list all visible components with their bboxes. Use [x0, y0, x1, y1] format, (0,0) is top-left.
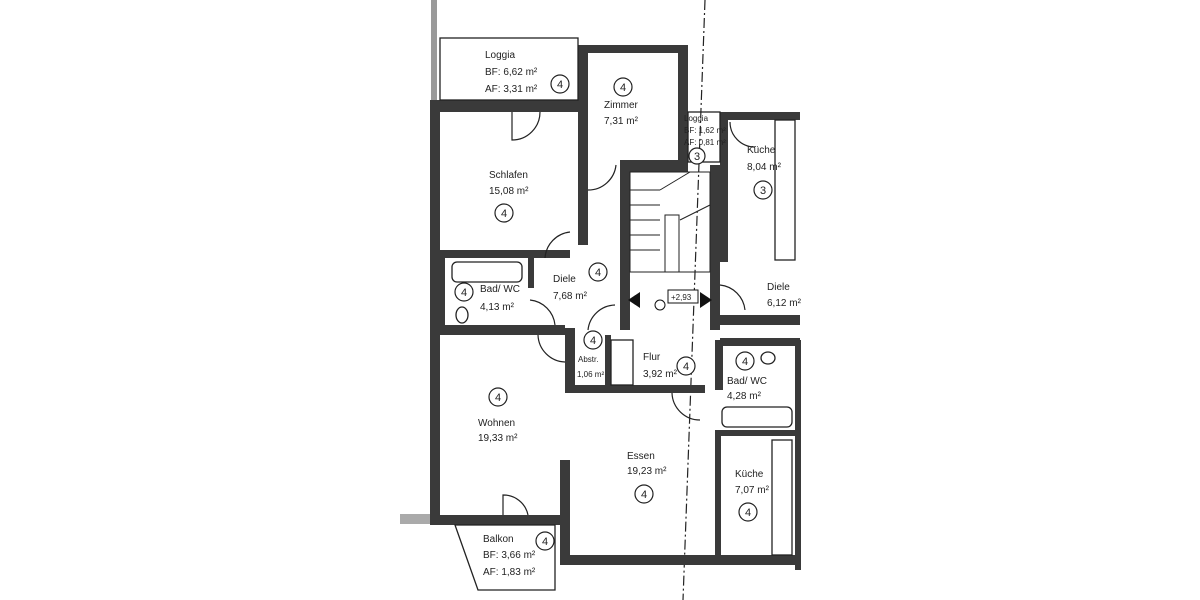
room-name: Loggia [485, 50, 515, 61]
room-diele-left: Diele 7,68 m² 4 [553, 262, 608, 302]
room-loggia-small: Loggia BF: 1,62 m² AF: 0,81 m² 3 [684, 114, 726, 165]
bathtub-icon [451, 261, 523, 283]
room-name: Bad/ WC [727, 376, 767, 387]
room-tag: 3 [694, 151, 700, 163]
room-area: 15,08 m² [489, 186, 529, 197]
room-diele-right: Diele 6,12 m² [767, 282, 802, 309]
room-name: Diele [553, 274, 576, 285]
room-name: Schlafen [489, 170, 528, 181]
room-tag: 4 [542, 536, 548, 548]
room-balkon: Balkon BF: 3,66 m² AF: 1,83 m² 4 [483, 531, 555, 578]
shaft [610, 339, 634, 386]
toilet-icon [760, 351, 776, 365]
room-name: Küche [735, 469, 764, 480]
room-name: Essen [627, 451, 655, 462]
room-area: 4,13 m² [480, 302, 515, 313]
room-tag: 4 [683, 361, 689, 373]
level-marker-icon [654, 299, 666, 311]
room-tag: 4 [557, 79, 563, 91]
room-af: AF: 1,83 m² [483, 567, 536, 578]
stair-level: +2,93 [671, 293, 692, 302]
kitchen-counter [771, 439, 793, 556]
room-tag: 4 [641, 489, 647, 501]
room-tag: 3 [760, 185, 766, 197]
room-tag: 4 [495, 392, 501, 404]
room-bad-left: 4 Bad/ WC 4,13 m² [454, 282, 520, 313]
balkon-outline [454, 524, 556, 591]
bathtub-icon [721, 406, 793, 428]
room-tag: 4 [620, 82, 626, 94]
walls [430, 45, 801, 570]
room-essen: Essen 19,23 m² 4 [627, 451, 667, 504]
room-area: 6,12 m² [767, 298, 802, 309]
room-loggia-top: Loggia BF: 6,62 m² AF: 3,31 m² 4 [485, 50, 570, 95]
room-flur: Flur 3,92 m² 4 [643, 352, 696, 380]
room-bf: BF: 1,62 m² [684, 126, 726, 135]
room-tag: 4 [590, 335, 596, 347]
room-name: Loggia [684, 114, 709, 123]
room-area: 8,04 m² [747, 162, 782, 173]
room-area: 19,33 m² [478, 433, 518, 444]
room-abstr: 4 Abstr. 1,06 m² [577, 330, 604, 379]
room-tag: 4 [742, 356, 748, 368]
room-area: 7,31 m² [604, 116, 639, 127]
room-tag: 4 [595, 267, 601, 279]
neighbor-wall [431, 0, 437, 100]
room-zimmer: 4 Zimmer 7,31 m² [604, 77, 639, 127]
room-tag: 4 [501, 208, 507, 220]
room-schlafen: Schlafen 15,08 m² 4 [489, 170, 529, 223]
room-name: Zimmer [604, 100, 639, 111]
toilet-icon [455, 306, 469, 324]
room-name: Küche [747, 145, 776, 156]
room-area: 7,07 m² [735, 485, 770, 496]
room-name: Bad/ WC [480, 284, 520, 295]
neighbor-wall [400, 514, 432, 524]
room-bf: BF: 6,62 m² [485, 67, 538, 78]
kitchen-counter [774, 119, 796, 261]
room-wohnen: 4 Wohnen 19,33 m² [478, 387, 518, 444]
room-name: Diele [767, 282, 790, 293]
room-kueche-top: Küche 8,04 m² 3 [747, 145, 782, 200]
room-area: 1,06 m² [577, 370, 604, 379]
room-bf: BF: 3,66 m² [483, 550, 536, 561]
doors [502, 111, 756, 516]
room-name: Abstr. [578, 355, 598, 364]
arrow-right-icon [700, 292, 712, 308]
room-tag: 4 [745, 507, 751, 519]
room-name: Balkon [483, 534, 514, 545]
room-af: AF: 3,31 m² [485, 84, 538, 95]
axis-line [682, 0, 706, 600]
room-kueche-bottom: Küche 7,07 m² 4 [735, 469, 770, 522]
room-area: 7,68 m² [553, 291, 588, 302]
room-area: 19,23 m² [627, 466, 667, 477]
room-af: AF: 0,81 m² [684, 138, 726, 147]
arrow-left-icon [628, 292, 640, 308]
room-area: 4,28 m² [727, 391, 762, 402]
staircase [629, 171, 711, 273]
room-bad-right: 4 Bad/ WC 4,28 m² [727, 351, 767, 402]
room-area: 3,92 m² [643, 369, 678, 380]
room-name: Wohnen [478, 418, 515, 429]
room-tag: 4 [461, 287, 467, 299]
room-name: Flur [643, 352, 661, 363]
